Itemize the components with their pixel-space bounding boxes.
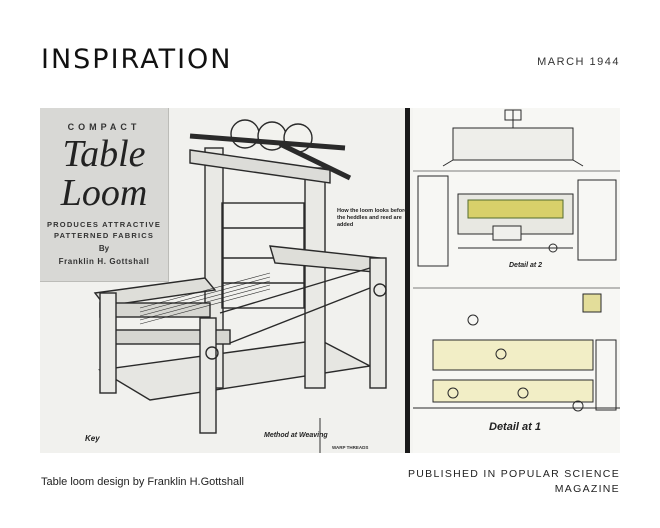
loom-scan-figure: COMPACT Table Loom PRODUCES ATTRACTIVE P… [40,108,620,453]
method-label: Method at Weaving [264,432,328,439]
cover-subtitle: PRODUCES ATTRACTIVE PATTERNED FABRICS [46,220,162,240]
warp-threads-note: WARP THREADS [332,445,369,450]
publication-date: MARCH 1944 [537,56,620,68]
cover-line-compact: COMPACT [67,122,141,132]
cover-by: By [98,244,110,253]
loom-detail-drawings: Detail at 2 Detail at 1 [413,108,620,453]
publication-source: PUBLISHED IN POPULAR SCIENCE MAGAZINE [407,468,620,495]
loom-note: How the loom looks before the heddles an… [337,208,408,228]
detail-2-label: Detail at 2 [509,262,543,269]
detail-1-label: Detail at 1 [489,421,541,433]
cover-line-loom: Loom [60,172,148,214]
detail-drawing [413,109,620,412]
article-cover-panel: COMPACT Table Loom PRODUCES ATTRACTIVE P… [40,108,169,282]
page-title: INSPIRATION [41,44,233,75]
loom-illustration: COMPACT Table Loom PRODUCES ATTRACTIVE P… [40,108,410,453]
loom-drawing [93,108,410,453]
key-label: Key [85,434,100,443]
figure-caption: Table loom design by Franklin H.Gottshal… [41,476,244,488]
cover-line-table: Table [62,133,146,175]
cover-author: Franklin H. Gottshall [58,257,150,266]
